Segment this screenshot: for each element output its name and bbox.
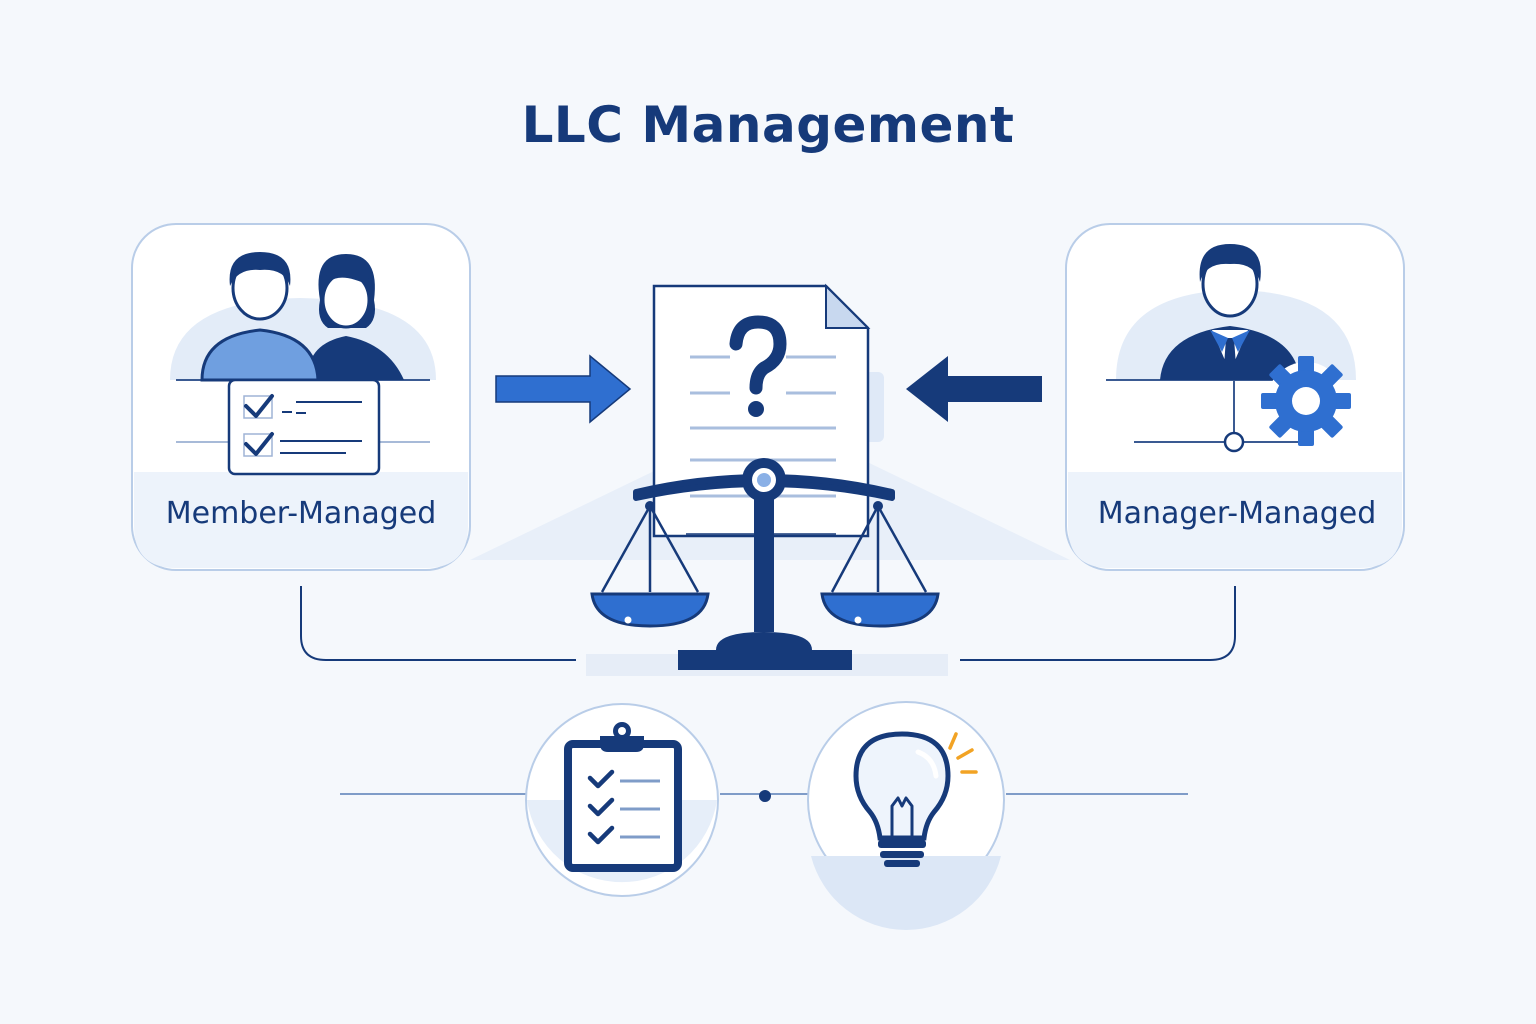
arrow-right-icon — [495, 354, 632, 424]
sparkle-icon — [948, 732, 978, 774]
question-document-icon — [652, 283, 884, 538]
member-managed-label: Member-Managed — [165, 496, 437, 531]
manager-managed-label: Manager-Managed — [1097, 496, 1377, 531]
connector-dot — [759, 790, 771, 802]
gear-icon — [1261, 356, 1351, 446]
lightbulb-icon[interactable] — [807, 701, 1005, 930]
businessman-icon — [1160, 244, 1300, 380]
page-title: LLC Management — [521, 96, 1015, 154]
arrow-left-icon — [906, 356, 1042, 422]
two-people-icon — [200, 252, 404, 382]
clipboard-checklist-icon[interactable] — [525, 703, 719, 897]
balance-scale-icon — [586, 458, 948, 676]
checklist-card-icon — [227, 378, 381, 476]
connector-lines — [300, 586, 1236, 795]
